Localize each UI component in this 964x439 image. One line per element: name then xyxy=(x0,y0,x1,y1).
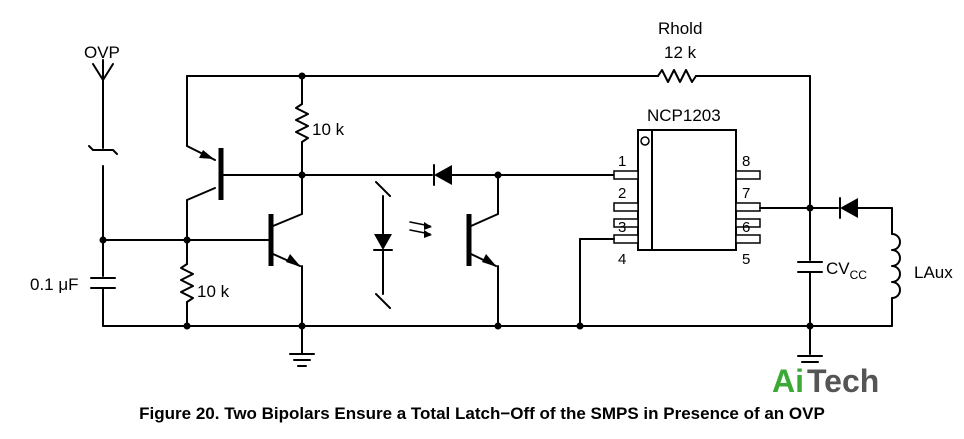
opto-led xyxy=(373,181,393,309)
ic-name: NCP1203 xyxy=(647,106,721,125)
pin-4: 4 xyxy=(618,251,626,268)
cvcc-capacitor xyxy=(797,261,823,273)
junction-dots xyxy=(99,72,814,330)
series-diode xyxy=(433,164,452,186)
ovp-terminal xyxy=(92,59,114,149)
pin-1: 1 xyxy=(618,153,626,170)
rhold-value: 12 k xyxy=(664,43,697,62)
ground-symbol-left xyxy=(289,325,315,367)
pin-6: 6 xyxy=(742,219,750,236)
pnp-transistor xyxy=(186,75,303,241)
pin-8: 8 xyxy=(742,153,750,170)
r-top-label: 10 k xyxy=(312,120,345,139)
ovp-label: OVP xyxy=(84,43,120,62)
pin-2: 2 xyxy=(618,185,626,202)
capacitor-0-1uf xyxy=(90,277,116,327)
rhold-label: Rhold xyxy=(658,19,702,38)
r-bottom-label: 10 k xyxy=(197,282,230,301)
pin-7: 7 xyxy=(742,185,750,202)
opto-phototransistor xyxy=(466,174,499,327)
npn-transistor xyxy=(268,174,303,327)
cvcc-label: CVCC xyxy=(826,259,867,282)
aux-diode xyxy=(839,197,858,219)
ncp1203-ic xyxy=(613,129,761,251)
light-arrows-icon xyxy=(409,221,432,238)
ground-symbol-right xyxy=(797,355,823,363)
resistor-bottom-10k xyxy=(180,263,194,303)
cap-label: 0.1 μF xyxy=(30,275,79,294)
figure-caption: Figure 20. Two Bipolars Ensure a Total L… xyxy=(139,404,825,423)
laux-label: LAux xyxy=(914,263,953,282)
laux-inductor xyxy=(891,233,901,299)
zener-diode xyxy=(88,145,118,241)
resistor-rhold xyxy=(657,69,697,83)
pin-3: 3 xyxy=(618,219,626,236)
svg-text:Ai: Ai xyxy=(772,363,804,399)
resistor-top-10k xyxy=(295,103,309,143)
pin-5: 5 xyxy=(742,251,750,268)
aitech-logo: Ai Tech xyxy=(772,363,879,399)
svg-text:Tech: Tech xyxy=(807,363,879,399)
